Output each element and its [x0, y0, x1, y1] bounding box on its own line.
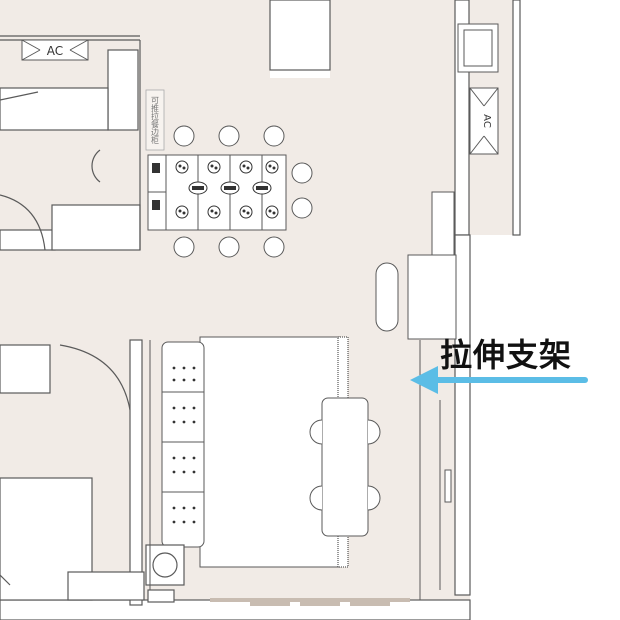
- desk: [0, 87, 109, 131]
- callout-label: 拉伸支架: [440, 336, 573, 374]
- sideboard-note: 可推拉餐边柜: [151, 96, 160, 145]
- lower-left-room: [0, 344, 185, 603]
- counter: [0, 344, 51, 394]
- sideboard: [145, 89, 165, 151]
- left-partition: [129, 339, 143, 606]
- top-column: [269, 0, 331, 71]
- far-right-wall: [512, 0, 521, 236]
- sofa-dots: [172, 366, 196, 524]
- right-wall: [454, 234, 471, 596]
- side-unit: [407, 254, 457, 340]
- top-left-room: [0, 35, 141, 251]
- callout-arrow: [410, 366, 588, 394]
- top-right-box: [457, 23, 499, 73]
- left-room-wall: [0, 229, 56, 251]
- bottom-wall: [0, 599, 471, 620]
- ac-label-right: AC: [481, 114, 492, 128]
- ac-unit-right: AC: [469, 87, 499, 155]
- stools: [173, 125, 313, 258]
- right-fixtures: [375, 191, 457, 590]
- wall-cabinet: [431, 191, 455, 261]
- long-table: [321, 397, 369, 537]
- living-area: [161, 336, 381, 568]
- bottom-window: [210, 598, 410, 606]
- door-handle: [444, 469, 452, 503]
- dining-table-top: [147, 154, 287, 231]
- washer: [145, 544, 185, 586]
- rug: [199, 336, 341, 568]
- chair-arc: [91, 149, 101, 183]
- door-swing-lower: [59, 344, 131, 411]
- oval-bench: [375, 262, 399, 332]
- ac-unit-left: AC: [21, 39, 89, 61]
- cabinet: [51, 204, 141, 251]
- sofa: [161, 341, 205, 548]
- door-swing: [0, 194, 46, 251]
- ac-label-left: AC: [47, 44, 63, 58]
- wardrobe: [107, 49, 139, 131]
- bedside: [67, 571, 145, 601]
- top-right-box-inner: [463, 29, 493, 67]
- small-box: [147, 589, 175, 603]
- exterior-strip: [470, 235, 620, 620]
